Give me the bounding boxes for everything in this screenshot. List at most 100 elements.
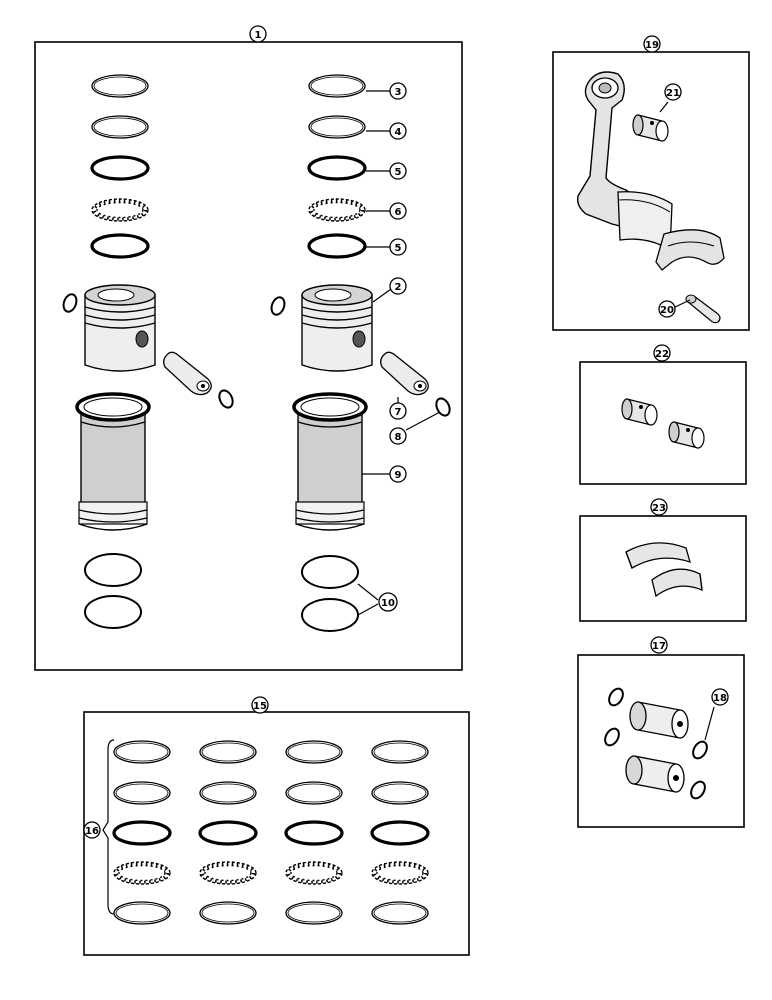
bushing-right	[668, 421, 705, 449]
callout-17-label: 17	[652, 641, 666, 652]
callout-4: 4	[389, 122, 407, 140]
callout-21: 21	[664, 83, 682, 101]
callout-19-label: 19	[645, 40, 659, 51]
callout-6: 6	[389, 202, 407, 220]
oil-ring-left	[90, 197, 150, 223]
compression-ring-lower-right	[307, 233, 367, 259]
retainer-clip-left-top	[60, 291, 80, 315]
sleeve-seal-right-bottom	[301, 598, 359, 632]
piston-pin-left	[163, 351, 212, 396]
compression-ring-second-left	[91, 115, 149, 139]
callout-8-label: 8	[395, 432, 402, 443]
callout-16-label: 16	[85, 826, 99, 837]
callout-6-label: 6	[395, 207, 402, 218]
callout-5-lower: 5	[389, 238, 407, 256]
ring-set-lower-3	[285, 901, 343, 925]
ring-set-top-1	[113, 740, 171, 764]
callout-9-label: 9	[395, 470, 402, 481]
piston-left	[84, 284, 156, 372]
rod-bolt	[685, 294, 721, 324]
cylinder-sleeve-left	[75, 392, 151, 532]
compression-ring-top-right	[308, 74, 366, 98]
pin-kit-clip-2	[601, 725, 623, 749]
pin-kit-clip-3	[689, 738, 711, 762]
callout-3: 3	[389, 82, 407, 100]
callout-20-label: 20	[660, 305, 674, 316]
connecting-rod	[576, 71, 673, 252]
callout-4-label: 4	[395, 127, 402, 138]
compression-ring-second-right	[308, 115, 366, 139]
callout-2: 2	[389, 277, 407, 295]
ring-set-oil-3	[284, 860, 344, 886]
compression-ring-lower-left	[90, 233, 150, 259]
ring-set-third-3	[284, 820, 344, 846]
callout-5-lower-label: 5	[395, 243, 402, 254]
retainer-clip-left-bottom	[215, 387, 237, 411]
ring-set-lower-2	[199, 901, 257, 925]
ring-set-lower-1	[113, 901, 171, 925]
sleeve-seal-left-bottom	[84, 595, 142, 629]
rod-cap	[655, 229, 725, 271]
ring-set-third-2	[198, 820, 258, 846]
cylinder-sleeve-right	[292, 392, 368, 532]
compression-ring-top-left	[91, 74, 149, 98]
callout-18: 18	[711, 688, 729, 706]
callout-21-label: 21	[666, 88, 680, 99]
connecting-rod-panel-19: 19 21 20	[552, 35, 750, 331]
callout-23-label: 23	[652, 503, 666, 514]
leader-lines-panel-1	[357, 90, 441, 616]
ring-set-top-4	[371, 740, 429, 764]
callout-5-upper-label: 5	[395, 167, 402, 178]
bearing-shell-lower	[651, 568, 703, 598]
ring-set-third-1	[112, 820, 172, 846]
callout-19: 19	[643, 35, 661, 53]
callout-9: 9	[389, 465, 407, 483]
bearing-kit-panel-23: 23	[579, 498, 747, 622]
pin-kit-pin-upper	[629, 701, 689, 739]
ring-set-third-4	[370, 820, 430, 846]
oil-ring-right	[307, 197, 367, 223]
callout-23: 23	[650, 498, 668, 516]
pin-kit-panel-17: 17 18	[577, 636, 745, 828]
piston-right	[301, 284, 373, 372]
callout-15: 15	[251, 696, 269, 714]
callout-2-label: 2	[395, 282, 402, 293]
ring-set-panel-15: 15 16	[83, 696, 470, 956]
callout-3-label: 3	[395, 87, 402, 98]
pin-kit-pin-lower	[625, 755, 685, 793]
piston-pin-right	[380, 351, 429, 396]
bushing-kit-panel-22: 22	[579, 344, 747, 485]
sleeve-seal-right-top	[301, 555, 359, 589]
pin-kit-clip-1	[605, 685, 627, 709]
callout-15-label: 15	[253, 701, 267, 712]
callout-10-label: 10	[381, 598, 395, 609]
callout-20: 20	[658, 300, 676, 318]
callout-5-upper: 5	[389, 162, 407, 180]
bearing-shell-upper	[625, 542, 691, 569]
callout-22-label: 22	[655, 349, 669, 360]
compression-ring-third-left	[90, 155, 150, 181]
callout-7: 7	[389, 402, 407, 420]
ring-set-lower-4	[371, 901, 429, 925]
callout-10: 10	[378, 592, 398, 612]
pin-kit-clip-4	[687, 778, 709, 802]
callout-16: 16	[83, 821, 101, 839]
ring-set-bracket	[102, 739, 115, 915]
ring-set-top-2	[199, 740, 257, 764]
callout-7-label: 7	[395, 407, 402, 418]
ring-set-oil-4	[370, 860, 430, 886]
ring-set-oil-1	[112, 860, 172, 886]
ring-set-second-4	[371, 781, 429, 805]
callout-22: 22	[653, 344, 671, 362]
callout-1-label: 1	[255, 30, 262, 41]
callout-18-label: 18	[713, 693, 727, 704]
ring-set-oil-2	[198, 860, 258, 886]
callout-1: 1	[249, 25, 267, 43]
bushing-left	[621, 398, 658, 426]
piston-pin-bushing	[632, 114, 669, 142]
ring-set-top-3	[285, 740, 343, 764]
ring-set-second-2	[199, 781, 257, 805]
kit-panel-1: 1	[34, 25, 463, 671]
ring-set-second-1	[113, 781, 171, 805]
